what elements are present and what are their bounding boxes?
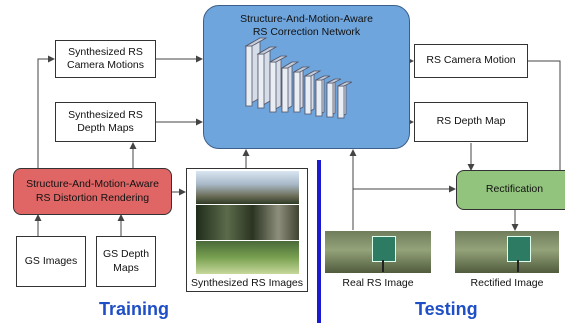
testing-label: Testing — [415, 299, 478, 319]
gs-images-label: GS Images — [24, 254, 78, 267]
rectified-image-caption: Rectified Image — [470, 277, 544, 289]
sign-shape — [372, 236, 396, 262]
rectification-label: Rectification — [485, 183, 544, 196]
network-title: Structure-And-Motion-Aware RS Correction… — [240, 13, 373, 38]
rs-camera-motion-box: RS Camera Motion — [414, 44, 528, 78]
synthesized-images-caption: Synthesized RS Images — [190, 277, 304, 289]
rs-depth-map-box: RS Depth Map — [414, 102, 528, 142]
synthesized-camera-motions-label: Synthesized RS Camera Motions — [66, 45, 145, 71]
sign-shape — [507, 236, 531, 262]
train-test-divider — [317, 160, 321, 323]
rs-camera-motion-label: RS Camera Motion — [426, 54, 516, 67]
distortion-rendering-box: Structure-And-Motion-Aware RS Distortion… — [13, 168, 172, 215]
synthesized-image-1 — [196, 171, 299, 204]
gs-depth-maps-label: GS Depth Maps — [102, 248, 150, 274]
distortion-rendering-label: Structure-And-Motion-Aware RS Distortion… — [26, 178, 159, 204]
rectified-image — [455, 231, 559, 273]
synthesized-depth-maps-label: Synthesized RS Depth Maps — [68, 108, 143, 134]
gs-images-box: GS Images — [16, 236, 86, 287]
correction-network: Structure-And-Motion-Aware RS Correction… — [203, 5, 410, 149]
synthesized-image-3 — [196, 241, 299, 274]
synthesized-image-2 — [196, 205, 299, 240]
training-label: Training — [99, 299, 170, 319]
rectification-box: Rectification — [456, 170, 565, 210]
gs-depth-maps-box: GS Depth Maps — [96, 236, 156, 287]
synthesized-camera-motions-box: Synthesized RS Camera Motions — [55, 40, 156, 78]
rs-depth-map-label: RS Depth Map — [436, 115, 506, 128]
real-rs-image-caption: Real RS Image — [342, 277, 414, 289]
real-rs-image — [325, 231, 431, 273]
synthesized-depth-maps-box: Synthesized RS Depth Maps — [55, 102, 156, 142]
sign-post — [382, 260, 384, 272]
cnn-layers-icon — [244, 37, 353, 119]
sign-post — [517, 260, 519, 272]
